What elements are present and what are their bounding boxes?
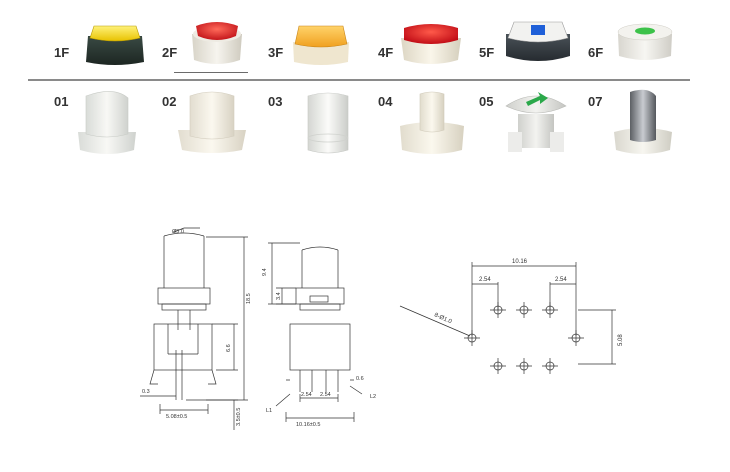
front-view-labels: Ø5.0 18.5 6.6 0.3 5.08±0.5 3.5±0.5 bbox=[142, 229, 252, 426]
cap-code-2f: 2F bbox=[162, 45, 178, 60]
pcb-row-spacing-label: 5.08 bbox=[618, 334, 624, 346]
front-height-label: 18.5 bbox=[246, 293, 252, 304]
square-amber-cap-icon bbox=[293, 25, 349, 65]
cap-code-6f: 6F bbox=[588, 45, 604, 60]
pcb-layout bbox=[399, 262, 616, 374]
arrow-mushroom-cap-icon bbox=[505, 92, 567, 152]
pcb-left-pitch-label: 2.54 bbox=[479, 277, 491, 283]
stepped-clear-cap-icon bbox=[400, 91, 464, 154]
cap-code-3f: 3F bbox=[268, 45, 284, 60]
cap-code-05: 05 bbox=[479, 94, 494, 109]
cap-code-07: 07 bbox=[588, 94, 603, 109]
section-divider bbox=[28, 79, 690, 81]
side-pin-width-label: 0.6 bbox=[356, 376, 364, 382]
side-view-labels: 9.4 3.4 0.6 2.54 2.54 10.16±0.5 L1 L2 bbox=[262, 268, 376, 428]
slanted-gray-cap-icon bbox=[614, 89, 672, 154]
side-collar-height-label: 3.4 bbox=[276, 292, 282, 300]
round-red-cap-icon bbox=[401, 24, 461, 64]
square-yellow-cap-icon bbox=[86, 25, 144, 65]
side-view bbox=[268, 242, 363, 422]
cap-code-4f: 4F bbox=[378, 45, 394, 60]
front-pin-offset-label: 0.3 bbox=[142, 389, 150, 395]
pcb-layout-labels: 10.16 2.54 2.54 8-Ø1.0 5.08 bbox=[433, 259, 624, 346]
front-pin-spacing-label: 5.08±0.5 bbox=[166, 414, 187, 420]
cap-code-1f: 1F bbox=[54, 45, 70, 60]
pcb-right-pitch-label: 2.54 bbox=[555, 277, 567, 283]
slanted-clear-cap-icon bbox=[78, 91, 136, 154]
side-pitch-b-label: 2.54 bbox=[320, 392, 331, 398]
round-red-cap-icon bbox=[192, 22, 242, 64]
front-lower-height-label: 6.6 bbox=[226, 344, 232, 352]
round-green-dot-cap-icon bbox=[617, 23, 673, 60]
tall-clear-cylinder-icon bbox=[307, 92, 349, 154]
side-lead-2-label: L2 bbox=[370, 394, 376, 400]
cap-code-02: 02 bbox=[162, 94, 177, 109]
cap-code-04: 04 bbox=[378, 94, 393, 109]
cap-code-01: 01 bbox=[54, 94, 69, 109]
side-lead-1-label: L1 bbox=[266, 408, 272, 414]
pcb-total-width-label: 10.16 bbox=[512, 259, 528, 265]
side-upper-height-label: 9.4 bbox=[262, 268, 268, 276]
side-pitch-a-label: 2.54 bbox=[301, 392, 312, 398]
front-view bbox=[140, 227, 248, 430]
cap-code-5f: 5F bbox=[479, 45, 495, 60]
round-clear-square-base-icon bbox=[178, 91, 246, 153]
cap-code-03: 03 bbox=[268, 94, 283, 109]
square-blue-cap-icon bbox=[506, 21, 570, 61]
side-body-width-label: 10.16±0.5 bbox=[296, 422, 320, 428]
pcb-holes-label: 8-Ø1.0 bbox=[433, 312, 453, 325]
caps-separator-line bbox=[174, 72, 248, 73]
front-diameter-label: Ø5.0 bbox=[172, 229, 184, 235]
front-pin-length-label: 3.5±0.5 bbox=[236, 408, 242, 426]
